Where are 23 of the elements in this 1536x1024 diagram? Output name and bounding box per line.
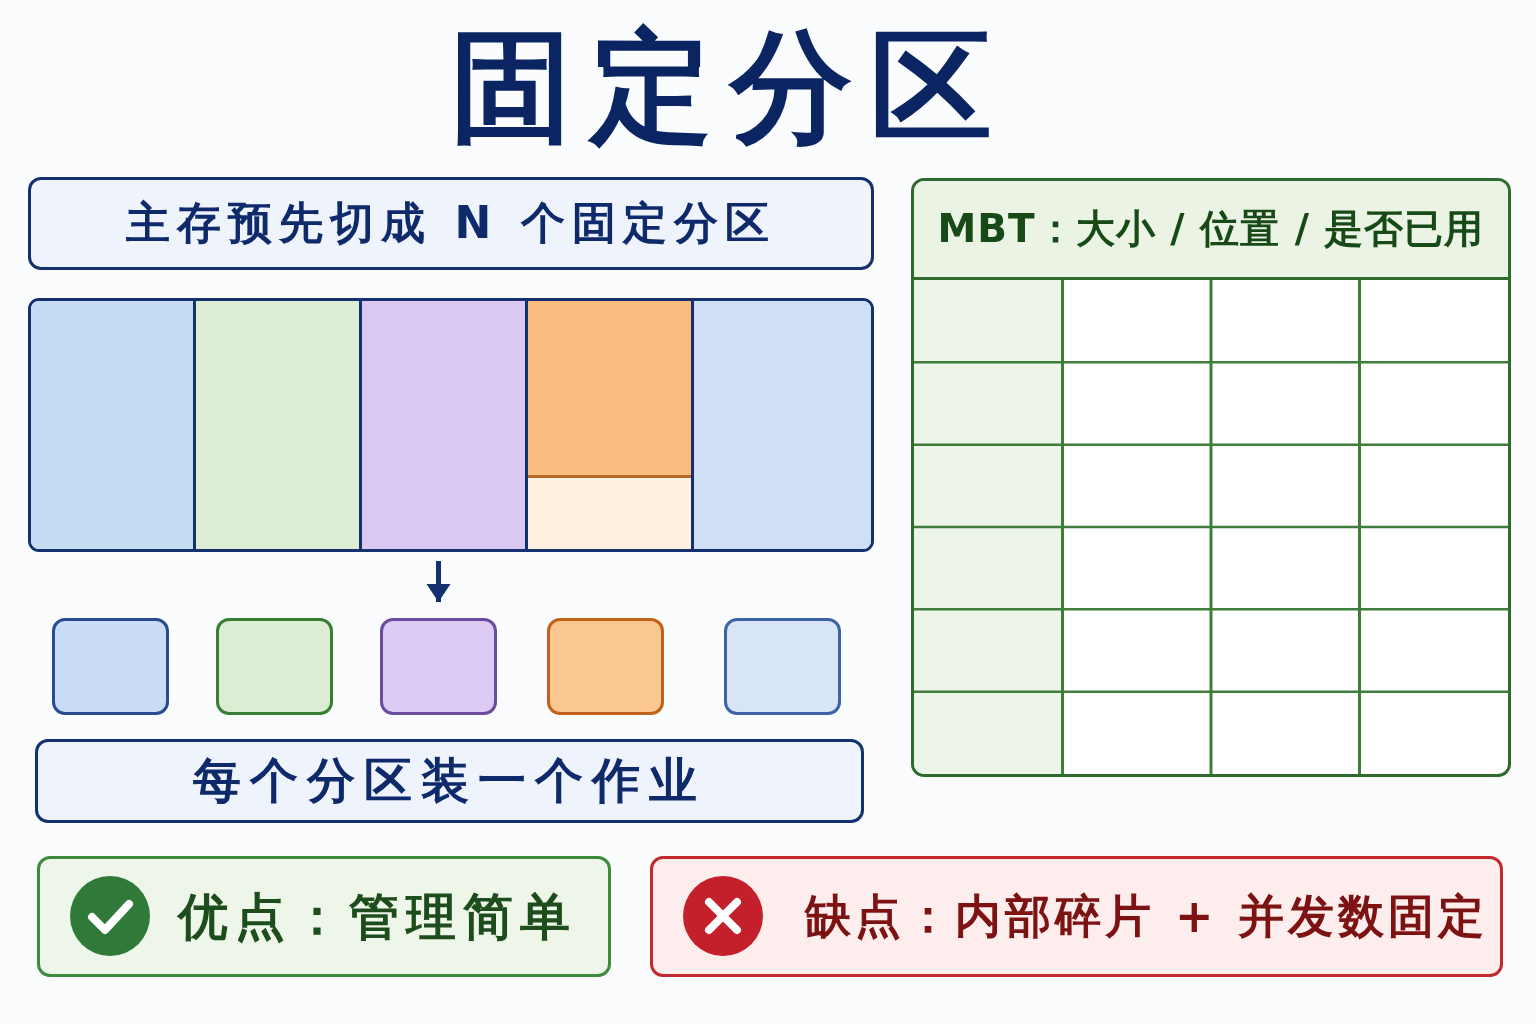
job-block — [547, 618, 664, 715]
table-panel — [911, 178, 1511, 777]
table-heading: MBT：大小 / 位置 / 是否已用 — [937, 205, 1485, 253]
partition-block — [193, 301, 359, 549]
job-block — [724, 618, 841, 715]
disadvantage-box — [650, 856, 1503, 977]
banner-box — [28, 177, 874, 270]
disadvantage-text: 缺点：内部碎片 + 并发数固定 — [805, 888, 1488, 945]
banner-text: 每个分区装一个作业 — [193, 751, 706, 810]
partition-block — [359, 301, 525, 549]
advantage-box — [37, 856, 611, 977]
memory-bar — [28, 298, 874, 552]
advantage-text: 优点：管理简单 — [178, 886, 577, 947]
banner-text: 主存预先切成 N 个固定分区 — [126, 196, 776, 250]
banner-box — [35, 739, 864, 823]
partition-block — [691, 301, 871, 549]
title: 固定分区 — [449, 15, 1011, 160]
job-block — [216, 618, 333, 715]
job-block — [52, 618, 169, 715]
job-block — [380, 618, 497, 715]
arrow — [426, 561, 451, 602]
partition-block — [31, 301, 193, 549]
partition-block — [525, 301, 691, 549]
